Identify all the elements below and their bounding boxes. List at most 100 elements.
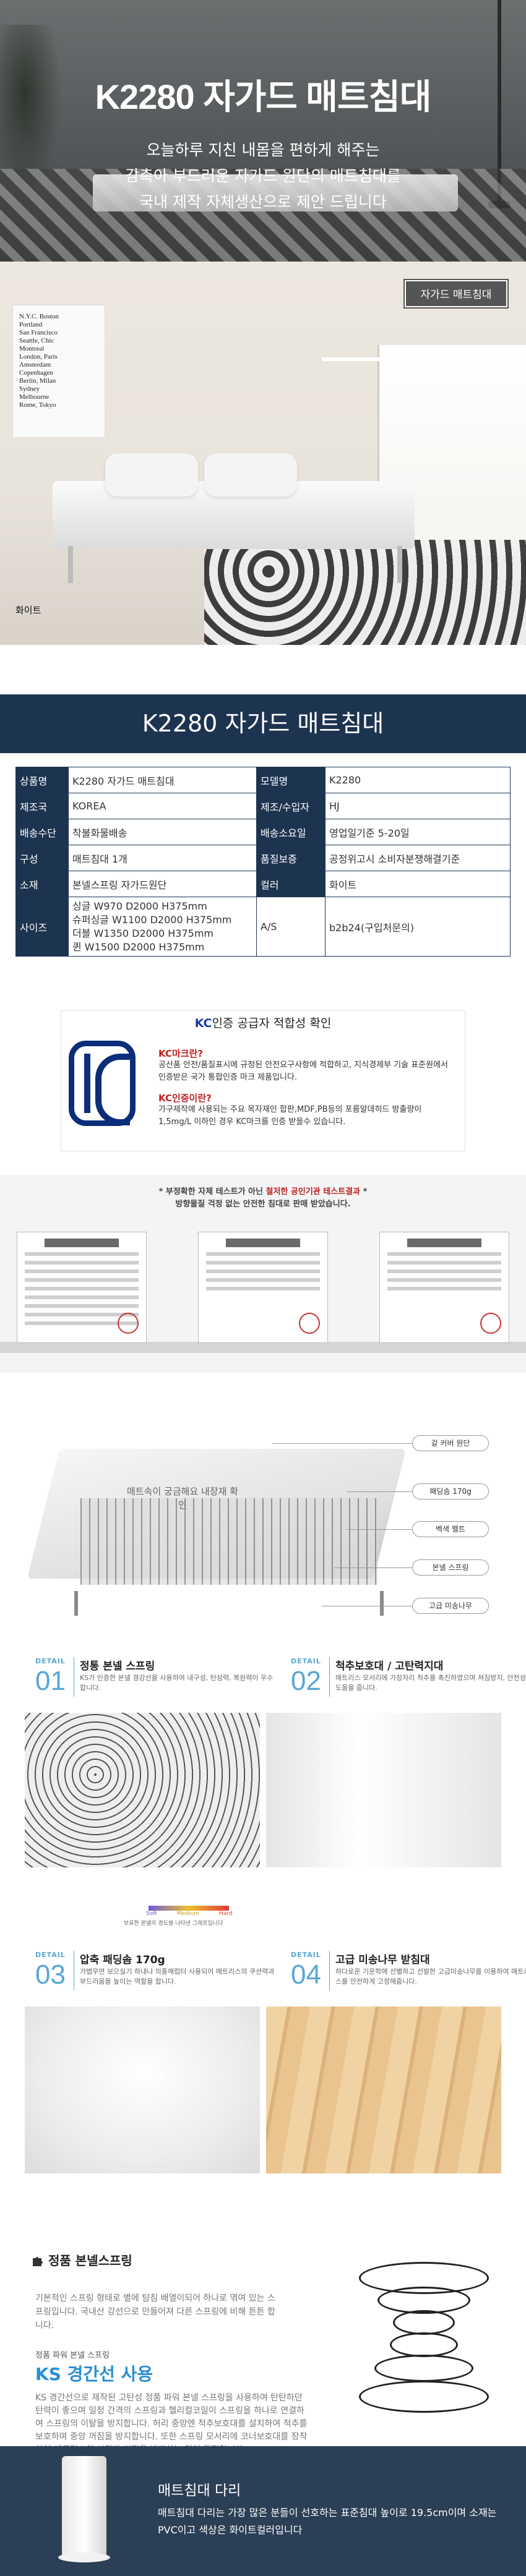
test-heading: * 부정확한 자체 테스트가 아닌 철저한 공인기관 테스트결과 * 방향물질 … <box>0 1186 526 1211</box>
size-line: 더블 W1350 D2000 H375mm <box>72 927 214 939</box>
scale-caption: 보유한 본넬의 경도를 나타낸 그래프입니다 <box>124 1921 223 1927</box>
detail-title: 정통 본넬 스프링 <box>80 1660 155 1673</box>
layer-note: 매트속이 궁금해요 내장재 확인 <box>127 1486 238 1511</box>
test-report-document <box>198 1232 328 1343</box>
kc-title-kc: KC <box>194 1017 212 1030</box>
detail-number: 02 <box>291 1666 321 1696</box>
spring-text: 기본적인 스프링 형태로 별에 탐침 배열이되어 하나로 엮여 있는 스프링입니… <box>35 2293 275 2331</box>
bed-leg-desc: 매트침대 다리는 가장 많은 분들이 선호하는 표준침대 높이로 19.5cm이… <box>158 2507 497 2536</box>
poster-line: N.Y.C. Boston <box>19 313 59 320</box>
spec-value: 영업일기준 5-20일 <box>325 819 511 845</box>
wall-shelf <box>322 357 415 361</box>
bed-legs <box>68 546 402 583</box>
stamp-icon <box>480 1313 501 1334</box>
pillow-image <box>204 453 297 497</box>
stamp-icon <box>299 1313 320 1334</box>
spec-key: 상품명 <box>15 767 69 793</box>
scale-hard: Hard <box>219 1911 233 1917</box>
puzzle-icon <box>33 2257 43 2266</box>
hero-banner: K2280 자가드 매트침대 오늘하루 지친 내몸을 편하게 해주는 감촉아 부… <box>0 0 526 262</box>
padding-foam-photo <box>25 2007 260 2173</box>
detail-title: 척추보호대 / 고탄력지대 <box>335 1660 444 1673</box>
test-report-section: * 부정확한 자체 테스트가 아닌 철저한 공인기관 테스트결과 * 방향물질 … <box>0 1175 526 1373</box>
spec-key: 배송소요일 <box>256 819 326 845</box>
coil-spring-image <box>353 2262 495 2416</box>
poster-line: Berlin, Milan <box>19 377 56 385</box>
test-heading-highlight: 철저한 공인기관 테스트결과 <box>265 1187 361 1196</box>
detail-tag: DETAIL <box>291 1951 321 1959</box>
test-heading-post: * <box>360 1187 368 1196</box>
spec-key: 모델명 <box>256 767 326 793</box>
kc-title: KC인증 공급자 적합성 확인 <box>61 1011 465 1036</box>
spec-key: 사이즈 <box>15 897 69 957</box>
spec-value: K2280 자가드 매트침대 <box>68 767 257 793</box>
spring-photo <box>25 1713 260 1867</box>
poster-line: Portland <box>19 321 43 328</box>
detail-number: 04 <box>291 1960 321 1990</box>
layer-label: 패딩솜 170g <box>412 1483 489 1499</box>
poster-line: Rome, Tokyo <box>19 401 56 409</box>
spring-title: 정품 본넬스프링 <box>31 2251 132 2269</box>
kc-answer: 공산품 안전/품질표시에 규정된 안전요구사항에 적합하고, 지식경제부 기술 … <box>158 1060 448 1082</box>
size-line: 슈퍼싱글 W1100 D2000 H375mm <box>72 913 232 926</box>
pillow-image <box>105 453 198 497</box>
hero-subtitle-line: 오늘하루 지친 내몸을 편하게 해주는 <box>146 141 380 159</box>
kc-answer: 가구제작에 사용되는 주요 목자재인 합판,MDF,PB등의 포름알데히드 방출… <box>158 1105 422 1127</box>
test-heading-line: 방향물질 걱정 없는 안전한 침대로 판매 받았습니다. <box>175 1200 351 1209</box>
kc-title-rest: 인증 공급자 적합성 확인 <box>212 1017 332 1030</box>
pine-wood-photo <box>266 2007 501 2173</box>
kc-cert-box: KC인증 공급자 적합성 확인 KC마크란? 공산품 안전/품질표시에 규정된 … <box>61 1010 465 1151</box>
layer-label: 고급 미송나무 <box>412 1598 489 1614</box>
hero-title: K2280 자가드 매트침대 <box>95 77 432 116</box>
detail-tag: DETAIL <box>35 1951 66 1959</box>
poster-line: Melbourne <box>19 393 50 401</box>
bed-leg-image <box>58 2456 110 2562</box>
poster-line: Montreal <box>19 345 45 352</box>
edge-support-photo <box>266 1713 501 1867</box>
hero-subtitle-line: 국내 제작 자체생산으로 제안 드립니다 <box>139 193 387 211</box>
spec-value: HJ <box>325 793 511 819</box>
spring-title-text: 정품 본넬스프링 <box>48 2253 132 2268</box>
detail-number: 01 <box>35 1666 66 1696</box>
test-heading-pre: * 부정확한 자체 테스트가 아닌 <box>158 1187 266 1196</box>
poster-line: Sydney <box>19 385 40 393</box>
leader-line <box>272 1443 412 1444</box>
spec-title-band: K2280 자가드 매트침대 <box>0 694 526 753</box>
kc-logo-icon <box>69 1041 136 1126</box>
detail-block: DETAIL 02 척추보호대 / 고탄력지대 매트리스 모서리에 가장자리 척… <box>291 1657 526 1697</box>
kc-question: KC마크란? <box>158 1048 204 1059</box>
detail-tag: DETAIL <box>35 1657 66 1665</box>
spec-key-plain: A/S <box>256 897 326 957</box>
spec-key: 품질보증 <box>256 845 326 871</box>
detail-title: 압축 패딩솜 170g <box>80 1954 165 1966</box>
layer-diagram: 매트속이 궁금해요 내장재 확인 겉 커버 원단 패딩솜 170g 벡색 펠트 … <box>0 1424 526 1628</box>
spec-value: b2b24(구입처문의) <box>325 897 511 957</box>
test-report-document <box>379 1232 509 1343</box>
spring-layer-image <box>80 1498 377 1585</box>
leader-line <box>347 1491 412 1492</box>
leader-line <box>334 1567 412 1568</box>
spec-key: 구성 <box>15 845 69 871</box>
product-tag: 자가드 매트침대 <box>403 279 509 309</box>
size-line: 퀸 W1500 D2000 H375mm <box>72 940 205 953</box>
spec-value: KOREA <box>68 793 257 819</box>
scale-soft: Soft <box>146 1911 157 1917</box>
layer-label: 본넬 스프링 <box>412 1559 489 1576</box>
spec-value: 공정위고시 소비자분쟁해결기준 <box>325 845 511 871</box>
scale-medium: Medium <box>177 1911 199 1917</box>
ks-caption: 정품 파워 본넬 스프링 <box>35 2351 110 2360</box>
report-shelf <box>0 1342 526 1353</box>
mattress-image <box>93 174 458 211</box>
size-line: 싱글 W970 D2000 H375mm <box>72 900 207 912</box>
layer-label: 벡색 펠트 <box>412 1521 489 1537</box>
poster-line: Amsterdam <box>19 361 51 369</box>
leader-line <box>347 1529 412 1530</box>
